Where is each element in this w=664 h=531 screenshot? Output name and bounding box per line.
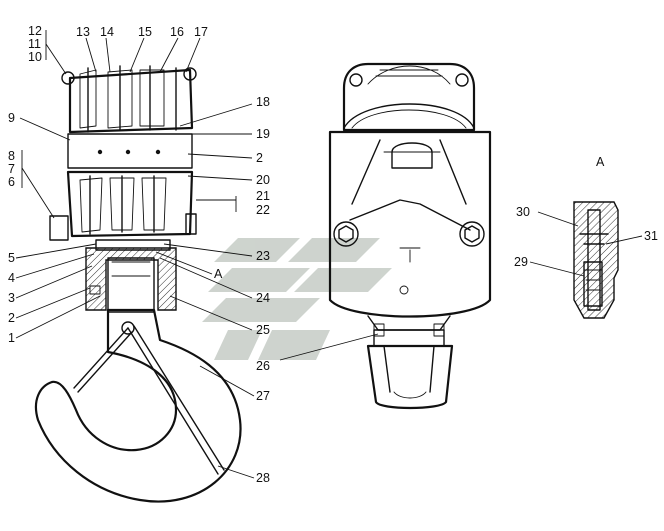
- label-6: 6: [8, 175, 15, 189]
- label-1: 1: [8, 331, 15, 345]
- label-2-top: 2: [256, 151, 263, 165]
- pulley-block-section: [34, 65, 242, 503]
- label-7: 7: [8, 162, 15, 176]
- label-28: 28: [256, 471, 270, 485]
- pulley-block-front-view: [328, 62, 492, 410]
- label-2-bottom: 2: [8, 311, 15, 325]
- label-30: 30: [516, 205, 530, 219]
- label-5: 5: [8, 251, 15, 265]
- label-29: 29: [514, 255, 528, 269]
- detail-a-title: A: [596, 155, 605, 169]
- label-9: 9: [8, 111, 15, 125]
- label-18: 18: [256, 95, 270, 109]
- label-15: 15: [138, 25, 152, 39]
- label-4: 4: [8, 271, 15, 285]
- label-26: 26: [256, 359, 270, 373]
- label-a-ref: A: [214, 267, 223, 281]
- label-3: 3: [8, 291, 15, 305]
- leader-lines: [15, 30, 643, 479]
- detail-a-section: [573, 201, 619, 319]
- label-27: 27: [256, 389, 270, 403]
- label-21: 21: [256, 189, 270, 203]
- label-8: 8: [8, 149, 15, 163]
- label-19: 19: [256, 127, 270, 141]
- label-14: 14: [100, 25, 114, 39]
- watermark-logo: [202, 238, 392, 360]
- label-23: 23: [256, 249, 270, 263]
- label-24: 24: [256, 291, 270, 305]
- label-22: 22: [256, 203, 270, 217]
- label-20: 20: [256, 173, 270, 187]
- label-17: 17: [194, 25, 208, 39]
- label-16: 16: [170, 25, 184, 39]
- label-12: 12: [28, 24, 42, 38]
- part-number-labels: 12 11 10 13 14 15 16 17 9 18 19 8 7 6 2 …: [8, 24, 658, 485]
- label-31: 31: [644, 229, 658, 243]
- label-25: 25: [256, 323, 270, 337]
- label-11: 11: [28, 37, 41, 51]
- label-13: 13: [76, 25, 90, 39]
- label-10: 10: [28, 50, 42, 64]
